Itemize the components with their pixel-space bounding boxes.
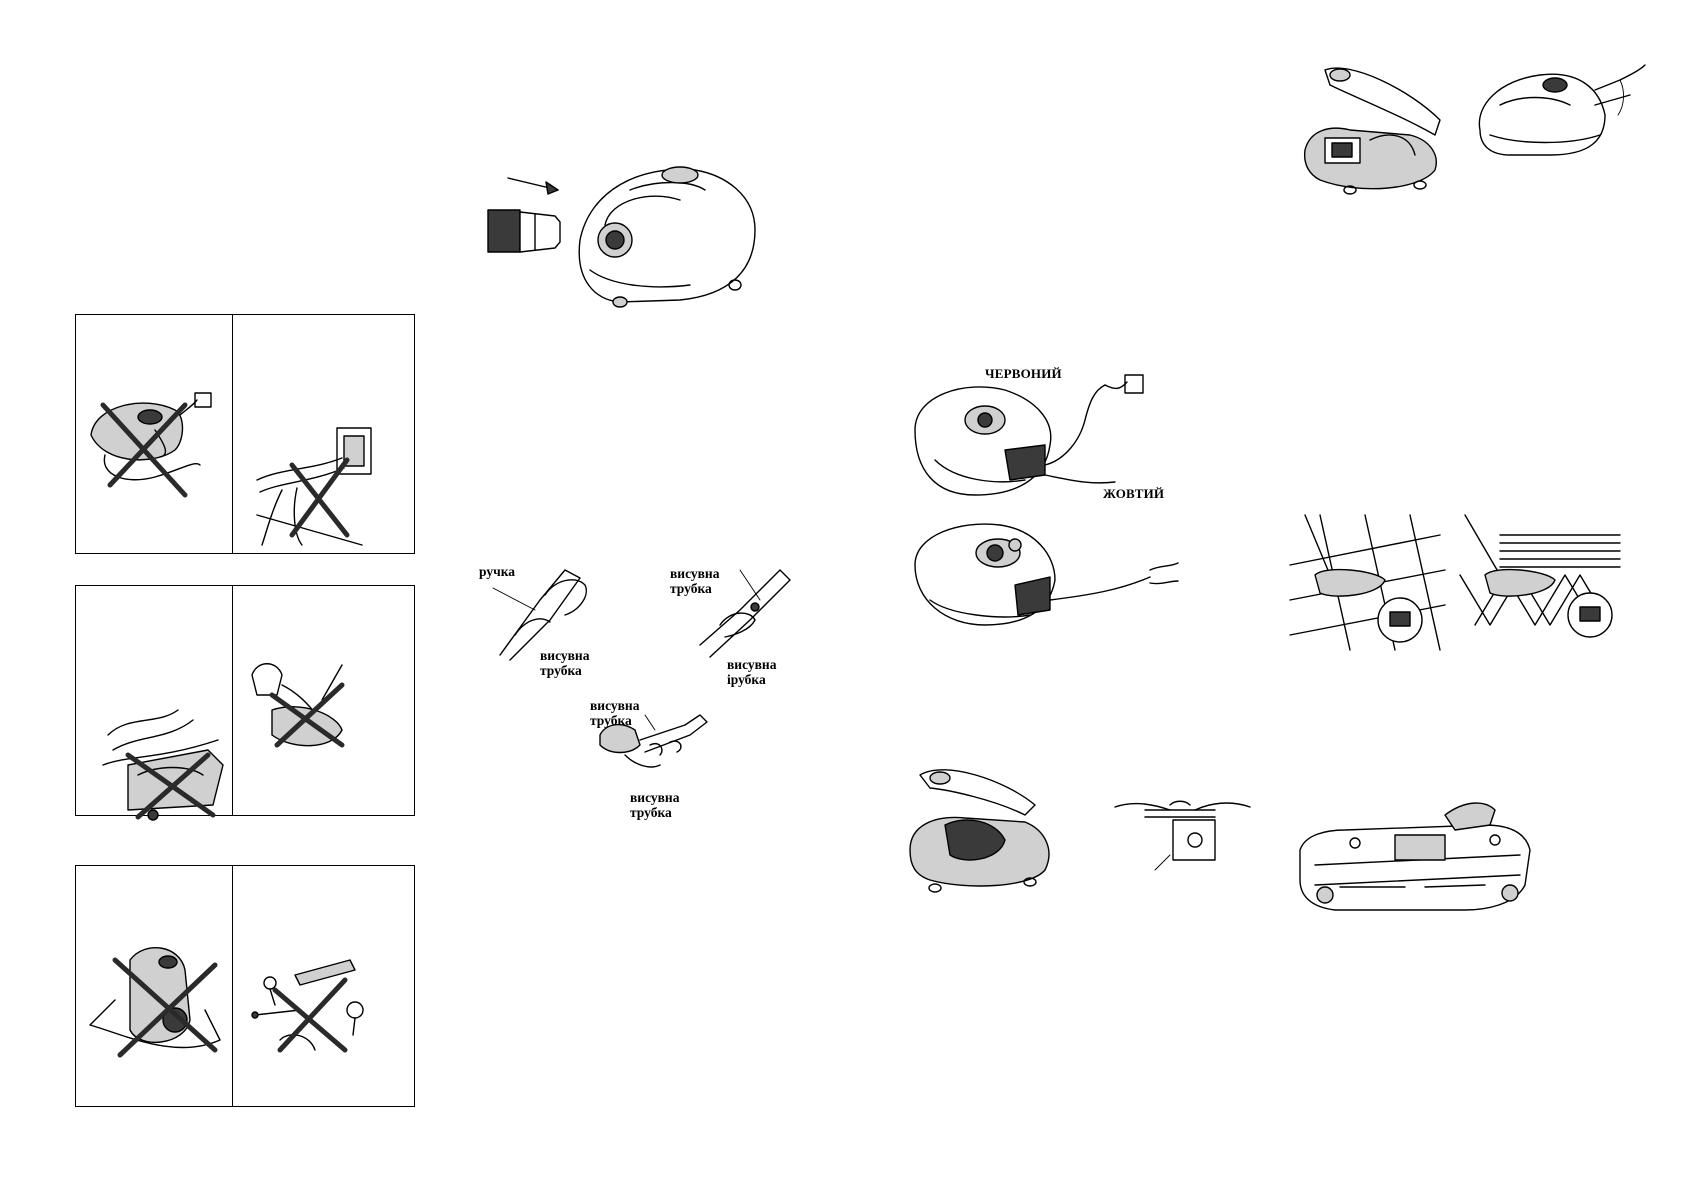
nozzle-attach-illustration xyxy=(599,714,708,768)
cord-rewind-illustration xyxy=(914,523,1179,626)
handle-tube-assembly-illustration xyxy=(492,569,587,661)
brush-underside-illustration xyxy=(1299,802,1531,911)
plug-pull-prohibited-icon xyxy=(256,427,372,546)
telescopic-tube-label: висувна трубка xyxy=(540,648,590,678)
bag-remove-illustration xyxy=(1114,800,1251,871)
warning-panel-2 xyxy=(75,585,415,816)
brush-carpet-illustration xyxy=(1459,514,1621,638)
warning-panel-3 xyxy=(75,865,415,1107)
vacuum-on-cloth-prohibited-icon xyxy=(89,946,221,1058)
panel-divider xyxy=(232,314,233,554)
carry-handle-illustration xyxy=(1478,64,1646,156)
tube-lock-illustration xyxy=(699,569,791,658)
yellow-cord-mark-label: ЖОВТИЙ xyxy=(1103,486,1165,501)
hose-connection-illustration xyxy=(487,166,756,308)
cord-extend-illustration xyxy=(914,374,1144,496)
telescopic-tube-label: висувна ірубка xyxy=(727,657,777,687)
vacuum-cord-prohibited-icon xyxy=(90,392,212,498)
panel-divider xyxy=(232,585,233,816)
water-prohibited-icon xyxy=(251,663,345,748)
telescopic-tube-label: висувна трубка xyxy=(630,790,680,820)
warning-panel-1 xyxy=(75,314,415,554)
panel-divider xyxy=(232,865,233,1107)
red-cord-mark-label: ЧЕРВОНИЙ xyxy=(985,366,1062,381)
brush-hard-floor-illustration xyxy=(1289,514,1446,651)
fire-prohibited-icon xyxy=(102,709,224,821)
open-lid-illustration xyxy=(1303,67,1441,195)
telescopic-tube-label: висувна трубка xyxy=(590,698,640,728)
telescopic-tube-label: висувна трубка xyxy=(670,566,720,596)
small-objects-prohibited-icon xyxy=(251,959,364,1053)
handle-label: ручка xyxy=(479,564,516,579)
open-cover-bag-illustration xyxy=(909,769,1050,893)
